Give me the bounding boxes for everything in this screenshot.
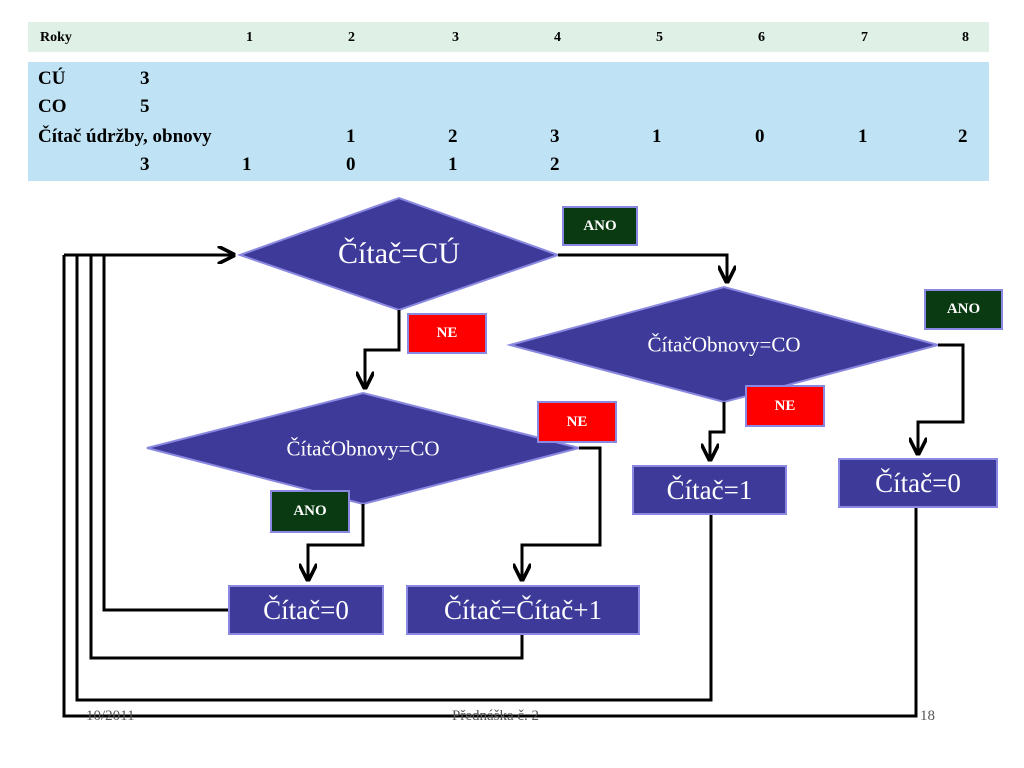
year-cell: 6 — [758, 30, 765, 45]
counter-value: 3 — [550, 126, 560, 147]
decision-right-label: ČítačObnovy=CO — [647, 332, 801, 357]
year-cell: 3 — [452, 30, 459, 45]
parameters-panel: CÚ 3 CO 5 Čítač údržby, obnovy 1 2 3 1 0… — [28, 62, 989, 181]
no-tag-main: NE — [407, 313, 487, 354]
connector-main-yes — [558, 253, 727, 280]
cu-label: CÚ — [38, 68, 66, 89]
years-label: Roky — [40, 30, 72, 45]
co-value: 5 — [140, 96, 150, 117]
connector-right-no — [710, 402, 726, 458]
counter-value: 1 — [652, 126, 662, 147]
footer-title: Přednáška č. 2 — [452, 708, 540, 724]
no-tag-right: NE — [745, 385, 825, 427]
counter-value: 2 — [958, 126, 968, 147]
process-reset-right: Čítač=0 — [838, 458, 998, 508]
year-cell: 5 — [656, 30, 663, 45]
year-cell: 1 — [246, 30, 253, 45]
yes-tag-left: ANO — [270, 490, 350, 533]
counter-value: 2 — [448, 126, 458, 147]
process-reset-left: Čítač=0 — [228, 585, 384, 635]
footer-page-number: 18 — [920, 708, 935, 724]
counter-value: 2 — [550, 154, 560, 175]
counter-value: 1 — [346, 126, 356, 147]
counter-value: 1 — [448, 154, 458, 175]
counter-label: Čítač údržby, obnovy — [38, 126, 212, 147]
co-label: CO — [38, 96, 67, 117]
cu-value: 3 — [140, 68, 150, 89]
process-set-one: Čítač=1 — [632, 465, 787, 515]
connector-left-no — [522, 446, 602, 578]
counter-value: 1 — [242, 154, 252, 175]
year-cell: 4 — [554, 30, 561, 45]
counter-value: 0 — [755, 126, 765, 147]
no-tag-left: NE — [537, 401, 617, 443]
year-cell: 7 — [861, 30, 868, 45]
connector-right-yes — [918, 343, 965, 452]
year-cell: 8 — [962, 30, 969, 45]
process-increment: Čítač=Čítač+1 — [406, 585, 640, 635]
decision-left-label: ČítačObnovy=CO — [286, 436, 440, 461]
footer-date: 10/2011 — [86, 708, 135, 724]
year-cell: 2 — [348, 30, 355, 45]
connector-main-no — [365, 310, 401, 386]
counter-value: 3 — [140, 154, 150, 175]
loop-from-increment — [89, 255, 524, 660]
yes-tag-main: ANO — [562, 206, 638, 246]
counter-value: 1 — [858, 126, 868, 147]
connector-left-yes — [308, 504, 365, 578]
loop-from-right-zero — [62, 255, 918, 718]
years-header-row: Roky 1 2 3 4 5 6 7 8 — [28, 22, 989, 52]
decision-main-label: Čítač=CÚ — [338, 237, 460, 270]
loop-from-left-zero — [102, 255, 228, 612]
loop-from-one — [75, 255, 713, 702]
counter-value: 0 — [346, 154, 356, 175]
yes-tag-right: ANO — [924, 289, 1003, 330]
